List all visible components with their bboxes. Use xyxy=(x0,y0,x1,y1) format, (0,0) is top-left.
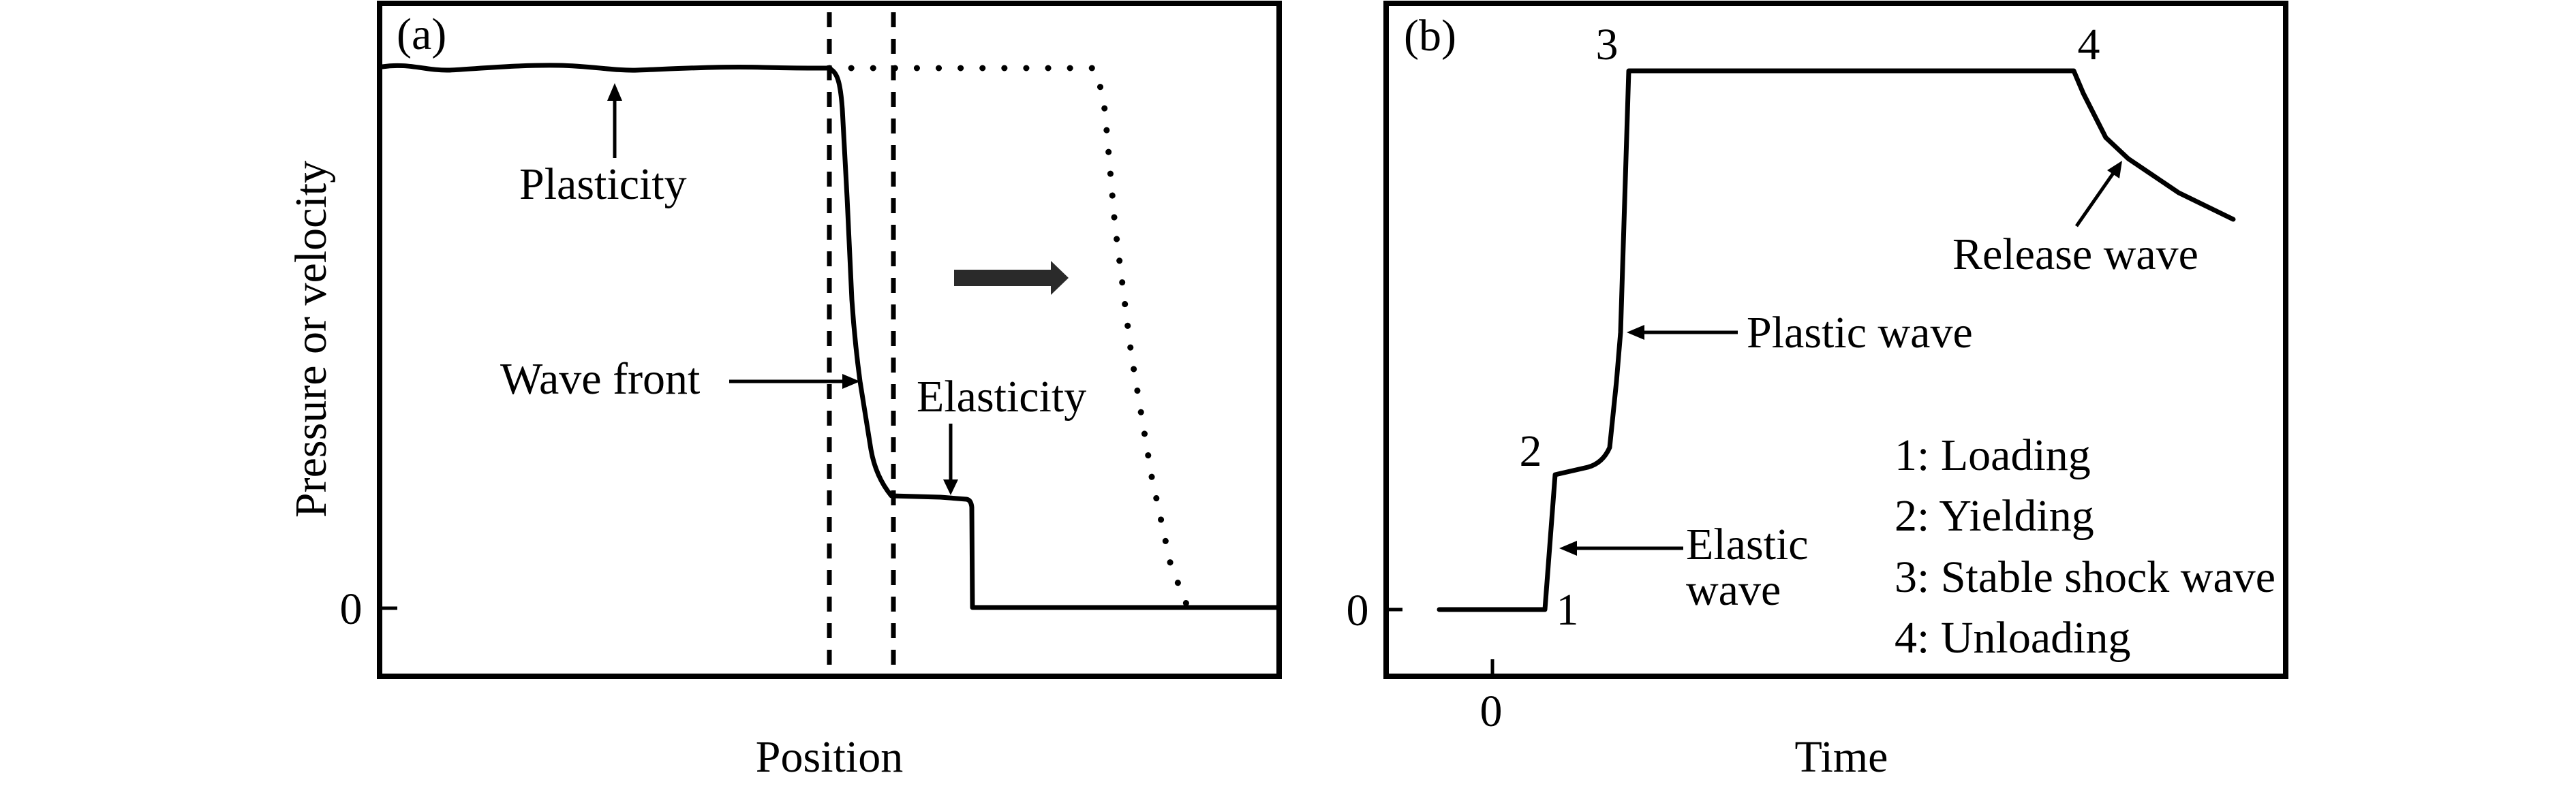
point-label-3: 3 xyxy=(1596,20,1619,69)
wave-profile-solid xyxy=(380,63,1282,610)
panel-a: Pressure or velocity 0 (a) Plasticity Wa… xyxy=(286,1,1282,782)
plastic-wave-label: Plastic wave xyxy=(1747,308,1973,358)
legend-item-stable-shock-wave: 3: Stable shock wave xyxy=(1895,552,2275,602)
elasticity-arrow-head-icon xyxy=(943,479,958,495)
legend-item-yielding: 2: Yielding xyxy=(1895,491,2094,541)
legend-item-loading: 1: Loading xyxy=(1895,430,2091,480)
plasticity-arrow-head-icon xyxy=(607,83,622,101)
panel-b-y-zero-label: 0 xyxy=(1347,586,1369,635)
legend: 1: Loading 2: Yielding 3: Stable shock w… xyxy=(1895,430,2275,663)
release-wave-arrow-shaft xyxy=(2074,169,2117,227)
point-label-4: 4 xyxy=(2078,20,2100,69)
panel-b-label: (b) xyxy=(1404,11,1456,61)
later-wave-profile-dotted xyxy=(826,65,1191,611)
plasticity-label: Plasticity xyxy=(519,159,687,209)
point-label-2: 2 xyxy=(1520,426,1542,476)
elastic-wave-arrow-head-icon xyxy=(1559,541,1577,556)
elastic-wave-label-line1: Elastic xyxy=(1686,520,1809,569)
panel-a-ylabel: Pressure or velocity xyxy=(286,161,336,518)
panel-b-frame xyxy=(1383,1,2288,679)
wave-front-label: Wave front xyxy=(500,354,700,404)
panel-a-frame xyxy=(377,1,1282,679)
time-history-curve xyxy=(1437,68,2236,612)
release-wave-arrow-head-icon xyxy=(2107,161,2122,178)
panel-a-xlabel: Position xyxy=(756,732,903,782)
legend-item-unloading: 4: Unloading xyxy=(1895,613,2130,663)
propagation-direction-arrow-icon xyxy=(954,261,1069,295)
plastic-wave-arrow-head-icon xyxy=(1627,325,1644,340)
elastic-wave-label-line2: wave xyxy=(1686,565,1781,615)
panel-b-xlabel: Time xyxy=(1795,732,1888,782)
panel-a-label: (a) xyxy=(397,10,446,59)
elasticity-label: Elasticity xyxy=(917,372,1086,422)
wave-front-arrow-head-icon xyxy=(842,374,860,389)
release-wave-label: Release wave xyxy=(1952,230,2198,279)
panel-a-zero-label: 0 xyxy=(340,584,363,634)
point-label-1: 1 xyxy=(1557,585,1579,635)
panel-b: (b) 0 0 1 2 3 4 Elastic wave Plastic wav… xyxy=(1347,1,2288,782)
panel-b-x-zero-label: 0 xyxy=(1480,687,1503,736)
